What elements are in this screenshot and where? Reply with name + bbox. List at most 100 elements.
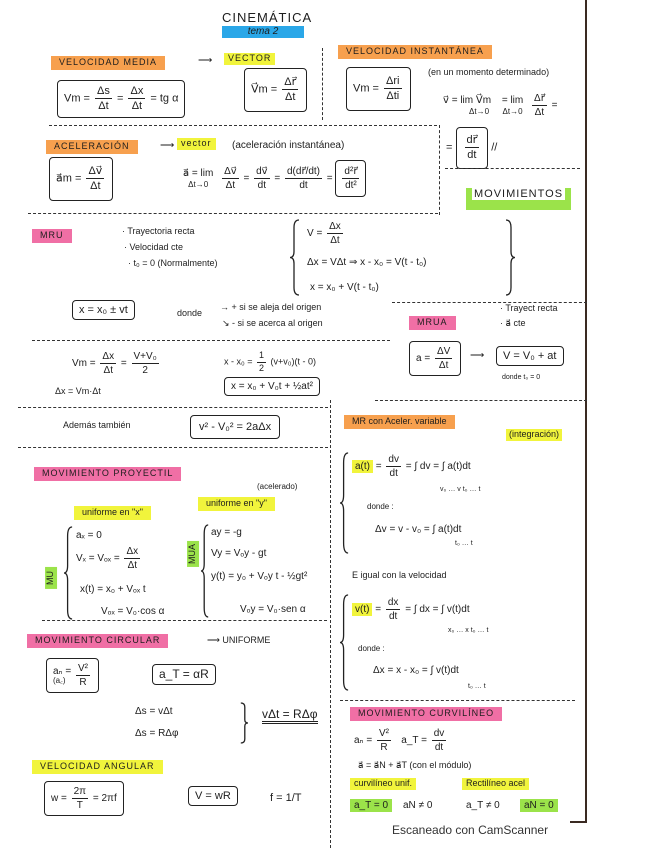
velocity-change-integral: Δv = v - v₀ = ∫ a(t)dt	[375, 524, 462, 535]
formula-part: a⃗m =	[56, 172, 82, 185]
formula: Vₒy = V₀·sen α	[240, 604, 306, 615]
formula: Δs = RΔφ	[135, 728, 179, 739]
vector-label: VECTOR	[224, 53, 276, 65]
left-brace	[64, 527, 73, 619]
formula: Vₒₓ = V₀·cos α	[101, 606, 165, 617]
condition: a_T ≠ 0	[466, 800, 500, 811]
formula: Δs = vΔt	[135, 706, 173, 717]
sign-note: ↘ - si se acerca al origen	[222, 318, 323, 328]
aceleracion-media-formula: a⃗m = Δv⃗Δt	[49, 157, 114, 201]
uniforme-x-label: uniforme en "x"	[74, 506, 151, 520]
formula-part: //	[491, 141, 498, 154]
sign-note: → + si se aleja del origen	[220, 302, 322, 312]
mrua-bullet: · Trayect recta	[500, 303, 558, 313]
igual-note: E igual con la velocidad	[352, 570, 447, 580]
vector-label: vector	[177, 138, 216, 150]
mru-formula: x = x₀ + V(t - t₀)	[310, 282, 379, 293]
mrua-velocity-formula: V = V₀ + at	[496, 346, 564, 367]
uniforme-note: ⟶ UNIFORME	[207, 635, 271, 645]
result-box: dr⃗dt	[455, 127, 489, 169]
velocidad-angular-heading: VELOCIDAD ANGULAR	[32, 760, 163, 774]
paper-edge-bottom	[570, 821, 587, 823]
fraction: dr⃗dt	[464, 134, 480, 162]
divider	[392, 302, 587, 303]
mru-heading: MRU	[32, 229, 72, 243]
acelerado-note: (acelerado)	[257, 482, 298, 491]
divider	[375, 400, 587, 401]
result-box: d²r⃗dt²	[335, 160, 367, 197]
paper-edge	[585, 0, 587, 822]
arrow: ⟶	[470, 350, 485, 361]
ademas-label: Además también	[63, 420, 131, 430]
mru-formula: Δx = VΔt ⇒ x - x₀ = V(t - t₀)	[307, 257, 427, 268]
formula-part: =	[446, 141, 453, 154]
condition-badge: a_T = 0	[350, 799, 393, 812]
left-brace	[340, 595, 349, 690]
mru-bullet: · t₀ = 0 (Normalmente)	[128, 258, 218, 268]
right-brace	[505, 220, 515, 295]
formula: y(t) = y₀ + Vₒy t - ½gt²	[211, 571, 308, 582]
integral-limits: x₀ … x t₀ … t	[448, 627, 489, 634]
vector-sum-formula: a⃗ = a⃗N + a⃗T (con el módulo)	[358, 760, 472, 770]
mu-label: MU	[45, 566, 57, 589]
divider	[28, 213, 438, 214]
divider	[445, 168, 580, 169]
divider	[49, 125, 437, 126]
uniforme-y-label: uniforme en "y"	[198, 497, 275, 511]
divider	[439, 125, 440, 215]
rectilineo-acel-label: Rectilíneo acel	[462, 778, 530, 790]
arrow: ⟶	[198, 55, 213, 66]
divider	[322, 48, 323, 120]
formula-part: Vm =	[353, 82, 379, 95]
mrua-position-formula: x = x₀ + V₀t + ½at²	[224, 377, 320, 396]
fraction: Δr⃗Δt	[282, 76, 299, 104]
arrow: ⟶	[160, 140, 175, 151]
movimientos-heading: MOVIMIENTOS	[466, 188, 572, 211]
divider	[340, 700, 575, 701]
divider	[330, 400, 331, 848]
mrua-heading: MRUA	[409, 316, 456, 330]
velocidad-media-vector-formula: V⃗m = Δr⃗Δt	[244, 68, 308, 112]
velocidad-media-heading: VELOCIDAD MEDIA	[51, 56, 166, 70]
donde: donde	[177, 308, 203, 318]
fraction: Δv⃗Δt	[86, 165, 105, 193]
movimientos-text: MOVIMIENTOS	[472, 188, 566, 200]
formula-part: =	[551, 100, 558, 112]
formula: Vy = Vₒy - gt	[211, 548, 267, 559]
scanner-watermark: Escaneado con CamScanner	[392, 823, 549, 837]
right-brace	[240, 703, 248, 743]
left-brace	[340, 453, 349, 553]
mru-bullet: · Velocidad cte	[124, 242, 184, 252]
formula-part: =	[116, 92, 124, 105]
mr-variable-heading: MR con Aceler. variable	[344, 415, 455, 429]
formula: x(t) = x₀ + Vₒₓ t	[80, 584, 146, 595]
displacement-integral: Δx = x - x₀ = ∫ v(t)dt	[373, 665, 459, 676]
note: (en un momento determinado)	[428, 67, 550, 77]
aceleracion-heading: ACELERACIÓN	[46, 140, 138, 154]
donde-note: donde t₀ = 0	[502, 374, 541, 381]
divider	[32, 340, 390, 341]
subtitle-text: tema 2	[247, 26, 279, 37]
formula: aₓ = 0	[76, 530, 102, 541]
tangential-acceleration-formula: a_T = αR	[152, 664, 216, 686]
